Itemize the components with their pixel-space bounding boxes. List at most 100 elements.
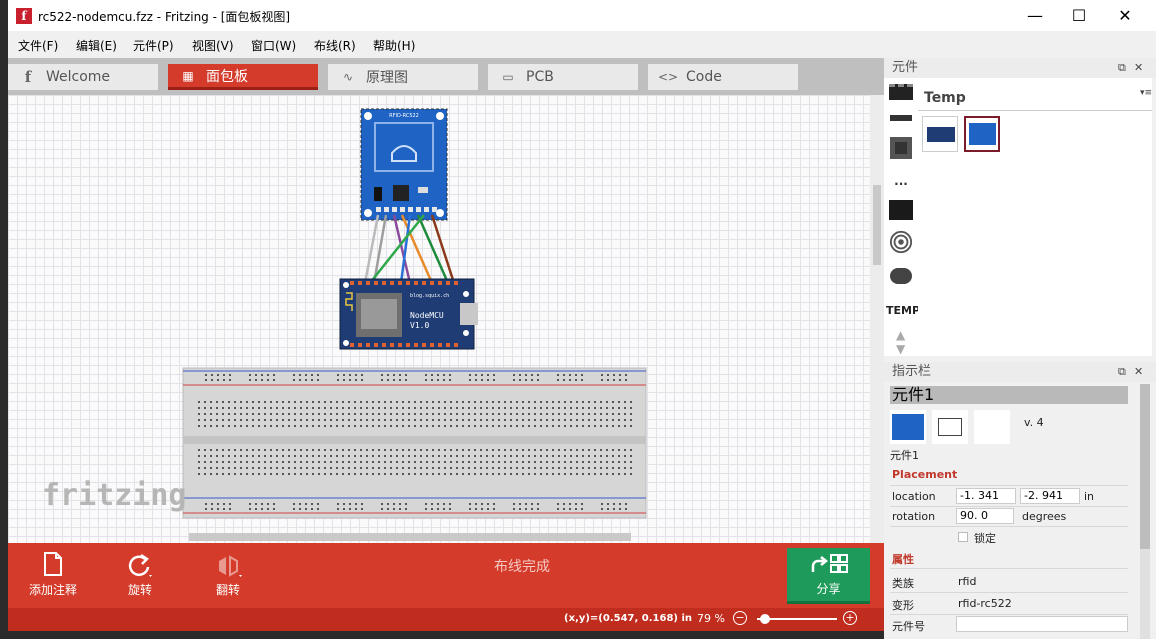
tab-code[interactable]: <> Code (648, 64, 798, 90)
location-label: location (892, 490, 952, 503)
rfid-bin-item[interactable] (964, 116, 1000, 152)
properties-section: 属性 (892, 551, 914, 567)
routing-status: 布线完成 (494, 556, 550, 576)
lock-checkbox[interactable] (958, 532, 968, 542)
motor-bin-icon[interactable] (889, 264, 913, 288)
tab-label: Welcome (46, 69, 110, 85)
rfid-board-label: RFID-RC522 (389, 113, 419, 119)
menu-file[interactable]: 文件(F) (18, 37, 58, 54)
add-note-button[interactable]: 添加注释 (28, 551, 78, 598)
menu-edit[interactable]: 编辑(E) (76, 37, 117, 54)
inspector-header: 指示栏 ⧉ ✕ (884, 362, 1156, 382)
flip-icon (208, 551, 248, 581)
location-x-input[interactable]: -1. 341 (956, 488, 1016, 504)
property-variant-value[interactable]: rfid-rc522 (958, 597, 1108, 610)
property-key: 变形 (892, 597, 952, 613)
parts-panel-header: 元件 ⧉ ✕ (884, 58, 1156, 78)
rotate-label: 旋转 (120, 581, 160, 598)
close-window-button[interactable]: ✕ (1102, 0, 1148, 31)
tab-label: 原理图 (366, 67, 408, 87)
scroll-up-icon[interactable]: ▲ (896, 328, 905, 342)
tab-label: PCB (526, 69, 554, 85)
button-bin-icon[interactable] (889, 136, 913, 160)
wires[interactable] (365, 215, 454, 283)
zoom-slider-handle[interactable] (760, 614, 770, 624)
vertical-scrollbar-thumb[interactable] (873, 185, 881, 265)
schematic-view-thumbnail (932, 410, 968, 444)
app-window: f rc522-nodemcu.fzz - Fritzing - [面包板视图]… (8, 0, 1156, 639)
right-dock: 元件 ⧉ ✕ ··· TEMP ▲ ▼ ▾≡ (884, 58, 1156, 639)
tab-welcome[interactable]: f Welcome (8, 64, 158, 90)
float-icon[interactable]: ⧉ (1118, 58, 1126, 78)
temp-bin: ▾≡ (918, 78, 1152, 356)
parts-panel-title: 元件 (892, 60, 918, 75)
close-panel-icon[interactable]: ✕ (1134, 362, 1143, 382)
tab-pcb[interactable]: ▭ PCB (488, 64, 638, 90)
part-number-input[interactable] (956, 616, 1128, 632)
menu-window[interactable]: 窗口(W) (251, 37, 296, 54)
status-bar: (x,y)=(0.547, 0.168) in 79 % − + (8, 608, 884, 631)
minimize-button[interactable]: — (1012, 0, 1058, 31)
tab-breadboard[interactable]: ▦ 面包板 (168, 64, 318, 90)
title-bar: f rc522-nodemcu.fzz - Fritzing - [面包板视图]… (8, 0, 1156, 31)
share-icon (787, 548, 870, 580)
location-unit: in (1084, 490, 1114, 503)
divider (890, 526, 1128, 527)
rfid-rc522-part[interactable] (361, 109, 447, 220)
menu-part[interactable]: 元件(P) (133, 37, 174, 54)
cursor-coordinates: (x,y)=(0.547, 0.168) in (564, 613, 692, 624)
tab-schematic[interactable]: ∿ 原理图 (328, 64, 478, 90)
placement-section: Placement (892, 468, 957, 481)
menu-bar: 文件(F) 编辑(E) 元件(P) 视图(V) 窗口(W) 布线(R) 帮助(H… (8, 31, 1156, 58)
nodemcu-bin-item[interactable] (922, 116, 958, 152)
nodemcu-part[interactable] (340, 279, 478, 349)
share-button[interactable]: 分享 (787, 548, 870, 604)
inspector-scrollbar[interactable] (1140, 384, 1150, 639)
antenna-bin-icon[interactable] (889, 230, 913, 254)
inspector-part-title: 元件1 (890, 386, 1128, 404)
flip-label: 翻转 (208, 581, 248, 598)
flip-button[interactable]: 翻转 (208, 551, 248, 598)
menu-view[interactable]: 视图(V) (192, 37, 234, 54)
menu-routing[interactable]: 布线(R) (314, 37, 356, 54)
property-family-value: rfid (958, 575, 1108, 588)
float-icon[interactable]: ⧉ (1118, 362, 1126, 382)
inspector-scrollbar-thumb[interactable] (1140, 384, 1150, 549)
zoom-out-button[interactable]: − (733, 611, 747, 625)
pcb-view-thumbnail (974, 410, 1010, 444)
tab-label: Code (686, 69, 722, 85)
breadboard-scene: RFID-RC522 (8, 95, 876, 543)
bin-menu-icon[interactable]: ▾≡ (1140, 88, 1152, 98)
schematic-icon: ∿ (338, 70, 358, 84)
breadboard-view-thumbnail (890, 410, 926, 444)
bin-title: Temp (924, 90, 966, 106)
window-title: rc522-nodemcu.fzz - Fritzing - [面包板视图] (38, 8, 290, 25)
scroll-down-icon[interactable]: ▼ (896, 342, 905, 356)
lock-label: 锁定 (974, 530, 1034, 546)
chip-bin-icon[interactable] (889, 198, 913, 222)
rotation-input[interactable]: 90. 0 (956, 508, 1014, 524)
tab-label: 面包板 (206, 66, 248, 86)
resistor-bin-icon[interactable] (889, 106, 913, 130)
part-version: v. 4 (1024, 416, 1084, 429)
part-name: 元件1 (890, 447, 1128, 463)
temp-bin-label[interactable]: TEMP (886, 304, 920, 317)
note-icon (28, 551, 78, 581)
pcb-icon: ▭ (498, 70, 518, 84)
divider (890, 485, 1128, 486)
maximize-button[interactable]: ☐ (1056, 0, 1102, 31)
inspector-panel-title: 指示栏 (892, 364, 931, 379)
location-y-input[interactable]: -2. 941 (1020, 488, 1080, 504)
breadboard-canvas[interactable]: RFID-RC522 (8, 95, 876, 543)
core-parts-icon[interactable] (889, 80, 913, 104)
bottom-toolbar: 添加注释 旋转 翻转 布线完成 分享 (8, 543, 884, 608)
menu-help[interactable]: 帮助(H) (373, 37, 415, 54)
parts-bin-list: ··· TEMP ▲ ▼ (884, 78, 918, 356)
close-panel-icon[interactable]: ✕ (1134, 58, 1143, 78)
rotate-button[interactable]: 旋转 (120, 551, 160, 598)
breadboard-part[interactable] (183, 368, 646, 518)
vertical-scrollbar[interactable] (870, 95, 884, 543)
horizontal-scrollbar-thumb[interactable] (189, 533, 631, 541)
more-bins-icon[interactable]: ··· (889, 172, 913, 196)
zoom-in-button[interactable]: + (843, 611, 857, 625)
